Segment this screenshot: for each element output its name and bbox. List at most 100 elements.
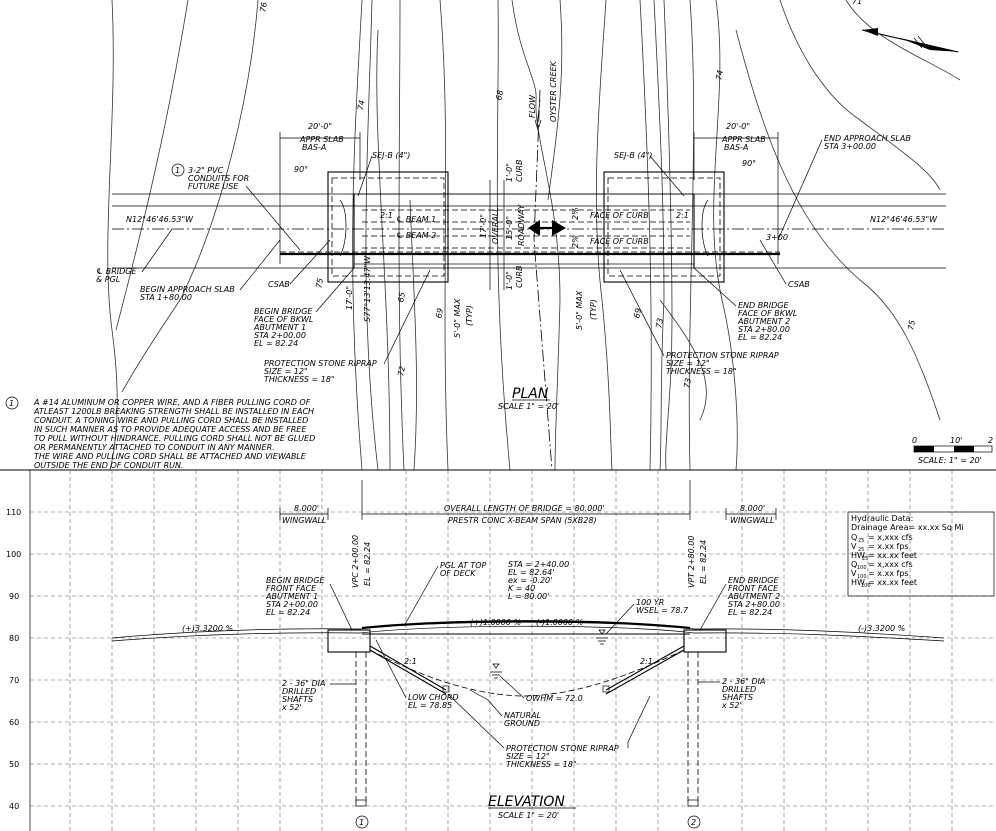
vertical-curve-data: ex = -0.20' [508, 576, 552, 585]
begin-bridge-plan: FACE OF BKWL [254, 315, 313, 324]
shaft-note-left: 2 - 36" DIA [282, 679, 325, 688]
elevation-title: ELEVATION [488, 794, 565, 810]
roadway-width-dim: 15'-0" [505, 216, 514, 240]
riprap-typ-right: (TYP) [589, 299, 598, 320]
contour-label: 65 [396, 291, 407, 303]
bearing-right: N12°46'46.53"W [870, 215, 938, 224]
contour-label: 75 [314, 277, 325, 289]
riprap-plan-left: SIZE = 12" [264, 367, 308, 376]
abutment-2 [683, 629, 727, 653]
hydro-subscript: 100 [857, 565, 867, 571]
end-bridge-elev: ABUTMENT 2 [727, 592, 780, 601]
hydro-symbol: V [851, 542, 857, 551]
drilled-shafts [355, 652, 699, 806]
hydro-symbol: Q [851, 533, 857, 542]
vertical-curve-data: STA = 2+40.00 [508, 560, 569, 569]
abutment-bubble-icon [687, 815, 701, 829]
end-bridge-plan: FACE OF BKWL [738, 309, 797, 318]
sej-label-right: SEJ-B (4") [614, 151, 652, 160]
riprap-dim-right: 5'-0" MAX [575, 290, 584, 330]
note-line: ATLEAST 1200LB BREAKING STRENGTH SHALL B… [33, 407, 314, 416]
riprap-plan-right: PROTECTION STONE RIPRAP [666, 351, 779, 360]
end-bridge-plan: END BRIDGE [738, 301, 790, 310]
contour-label: 68 [494, 89, 505, 101]
hydro-subscript: 100 [857, 574, 867, 580]
vpt-elevation: EL = 82.24 [699, 540, 708, 584]
contour-label: 71 [852, 0, 862, 6]
begin-approach-label: STA 1+80.00 [140, 293, 192, 302]
csab-label-left: CSAB [268, 280, 290, 289]
hydro-value: = x,xxx cfs [868, 560, 913, 569]
y-tick-label: 50 [9, 760, 19, 769]
overall-label: OVERALL [491, 207, 500, 244]
riprap-slope-right [605, 645, 685, 695]
skew-label: S77°13'13.47"W [363, 255, 372, 322]
overall-length: OVERALL LENGTH OF BRIDGE = 80.000' [444, 504, 605, 513]
bridge-cl-label: & PGL [96, 275, 120, 284]
conduit-note: CONDUITS FOR [188, 174, 249, 183]
note-number: 1 [9, 399, 14, 408]
vertical-curve-data: K = 40 [508, 584, 535, 593]
elevation-scale: SCALE 1" = 20' [498, 811, 559, 820]
riprap-plan-left: PROTECTION STONE RIPRAP [264, 359, 377, 368]
grade-label: (+)1.0000 % [470, 618, 521, 627]
angle-label-left: 90° [294, 165, 308, 174]
bridge-cl-label: ℄ BRIDGE [96, 267, 137, 276]
contour-label: 74 [714, 69, 725, 81]
wingwall-label-left: WINGWALL [282, 516, 326, 525]
cross-slope-label: 2% [571, 207, 580, 220]
abutment-1 [327, 629, 371, 653]
hydro-value: = x,xxx cfs [868, 533, 913, 542]
riprap-plan-right: SIZE = 12" [666, 359, 710, 368]
hydro-value: = xx.xx feet [868, 578, 917, 587]
appr-slab-label-right: APPR SLAB [721, 135, 766, 144]
riprap-slope-left [369, 645, 447, 695]
hydro-symbol: Q [851, 560, 857, 569]
wsel-label: WSEL = 78.7 [636, 606, 689, 615]
contour-label: 69 [632, 307, 643, 319]
bridge-direction-arrow-icon [528, 220, 566, 236]
face-of-curb-label: FACE OF CURB [590, 237, 649, 246]
profile-grade-line [111, 621, 945, 639]
hydro-subscript: 25 [862, 556, 868, 562]
slope-label: 2:1 [404, 657, 417, 666]
appr-slab-label-left: APPR SLAB [299, 135, 344, 144]
vpc-label: VPC 2+00.00 [351, 535, 360, 588]
hydraulic-data-box: Hydraulic Data: Drainage Area= xx.xx Sq … [847, 511, 995, 597]
hydro-value: = x.xx fps [868, 542, 909, 551]
general-note: A #14 ALUMINUM OR COPPER WIRE, AND A FIB… [33, 398, 315, 470]
shaft-note-left: DRILLED [282, 687, 316, 696]
deck-width-dim: 17'-0" [479, 214, 488, 238]
beam-1-label: ℄ BEAM 1 [396, 215, 436, 224]
contour-label: 69 [434, 307, 445, 319]
shaft-note-right: SHAFTS [722, 693, 753, 702]
pgl-label: PGL AT TOP [440, 561, 487, 570]
wingwall-dim-left: 8.000' [294, 504, 319, 513]
y-tick-label: 80 [9, 634, 19, 643]
contour-label: 72 [396, 365, 407, 377]
scale-bar-tick: 0 [912, 436, 917, 445]
vpc-elevation: EL = 82.24 [363, 542, 372, 586]
water-level-icon [596, 629, 608, 645]
begin-bridge-plan: ABUTMENT 1 [253, 323, 306, 332]
contour-label: 75 [906, 319, 917, 331]
bridge-deck-profile [361, 620, 691, 630]
appr-slab-dim-right: 20'-0" [726, 122, 750, 131]
hydro-symbol: V [851, 569, 857, 578]
plan-view: 76 74 68 75 69 74 75 69 73 65 71 72 73 F… [5, 0, 993, 471]
y-tick-label: 90 [9, 592, 19, 601]
appr-slab-dim-left: 20'-0" [308, 122, 332, 131]
note-bubble-number: 1 [175, 166, 180, 175]
grade-label: (-)3.3200 % [858, 624, 905, 633]
shaft-note-right: 2 - 36" DIA [722, 677, 765, 686]
end-approach-label: STA 3+00.00 [824, 142, 876, 151]
note-line: OR PERMANENTLY ATTACHED TO CONDUIT IN AN… [34, 443, 275, 452]
contour-lines [107, 0, 961, 471]
end-bridge-elev: STA 2+80.00 [728, 600, 780, 609]
end-bridge-elev: EL = 82.24 [728, 608, 772, 617]
begin-bridge-elev: STA 2+00.00 [266, 600, 318, 609]
low-chord-label: LOW CHORD [408, 693, 459, 702]
water-level-icon [490, 663, 502, 679]
begin-bridge-elev: FRONT FACE [266, 584, 317, 593]
